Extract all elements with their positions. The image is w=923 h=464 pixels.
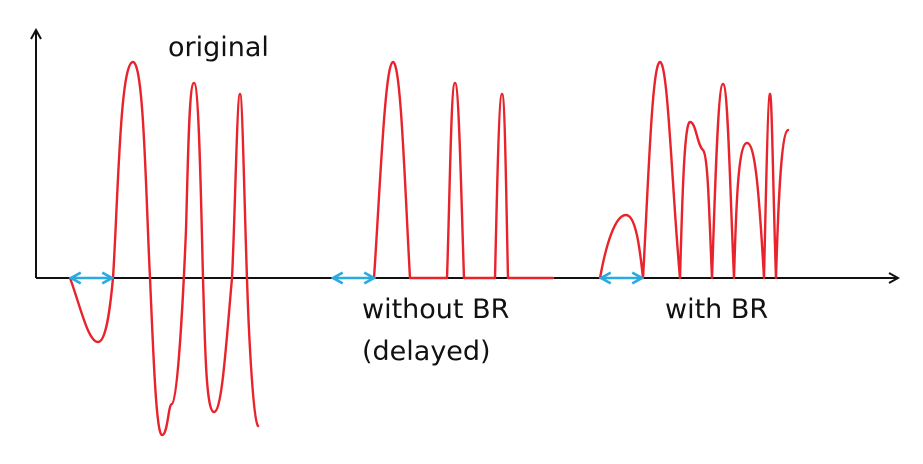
label-delayed: (delayed) [362, 336, 491, 367]
without-br-waveform [372, 60, 555, 280]
label-with-br: with BR [665, 294, 768, 325]
label-without-br: without BR [362, 294, 509, 325]
with-br-waveform [598, 60, 790, 280]
original-waveform [68, 60, 260, 437]
label-original: original [168, 32, 269, 63]
